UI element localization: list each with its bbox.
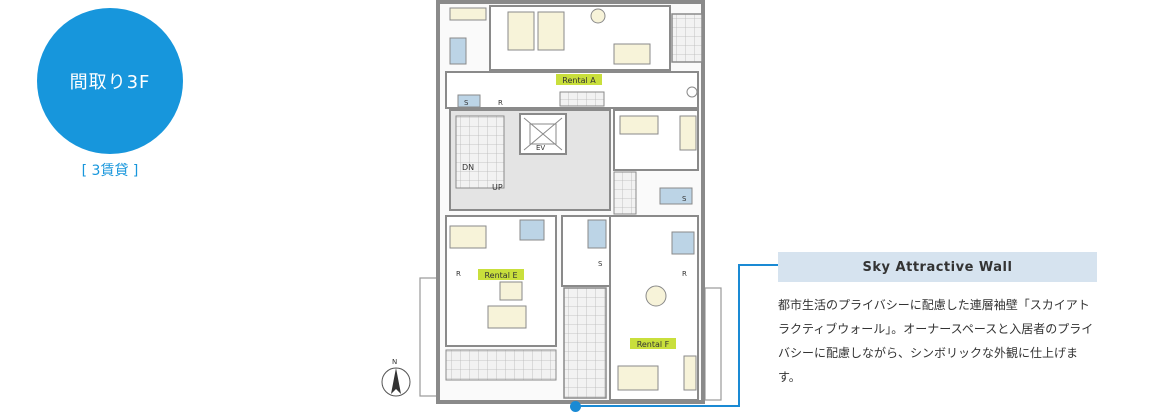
rental-a-label-bg (556, 74, 602, 85)
tub-icon (519, 219, 545, 241)
staircase (455, 115, 505, 189)
floor-plan: Rental A S R DN UP EV S Rental E R S R R… (381, 0, 722, 404)
callout-line (578, 405, 740, 407)
bed-icon (617, 365, 659, 391)
compass-needle (391, 368, 401, 394)
storage-icon (449, 7, 487, 21)
refrigerator-mark: R (456, 270, 461, 278)
rental-e-label-bg (478, 269, 524, 280)
feature-heading: Sky Attractive Wall (778, 252, 1097, 282)
storage-mark: S (464, 99, 469, 107)
feature-description: 都市生活のプライバシーに配慮した連層袖壁「スカイアトラクティブウォール」。オーナ… (778, 298, 1094, 384)
sofa-icon (487, 305, 527, 329)
tiled-area (613, 171, 637, 215)
north-label: N (392, 358, 397, 366)
stair-icon (559, 91, 605, 107)
badge-title: 間取り3F (69, 72, 151, 93)
bed-icon (507, 11, 535, 51)
bathtub-icon (449, 37, 467, 65)
balcony-tiles (445, 349, 557, 381)
rental-e-label: Rental E (484, 271, 517, 280)
bed-icon (537, 11, 565, 51)
sink-icon (659, 187, 693, 205)
rental-a-label: Rental A (562, 76, 596, 85)
bed-icon (619, 115, 659, 135)
storage-mark: S (682, 195, 687, 203)
table-icon (499, 281, 523, 301)
elevator-cross (523, 117, 563, 151)
rental-f-label: Rental F (637, 340, 670, 349)
desk-icon (613, 43, 651, 65)
desk-icon (679, 115, 697, 151)
desk-icon (683, 355, 697, 391)
elevator-car (529, 123, 557, 145)
stairs-up-label: UP (492, 183, 503, 192)
sky-attractive-wall (563, 287, 607, 399)
stairs-down-label: DN (462, 163, 474, 172)
rental-count-label: [ 3賃貸 ] (81, 163, 139, 179)
table-icon (645, 285, 667, 307)
toilet-icon (686, 86, 698, 98)
sink-icon (457, 94, 481, 108)
bathtub-icon (671, 231, 695, 255)
callout-line (738, 264, 780, 266)
callout-line (738, 264, 740, 407)
tiled-area (671, 13, 703, 63)
bed-icon (449, 225, 487, 249)
callout-marker (570, 401, 581, 412)
bathtub-icon (587, 219, 607, 249)
elevator-label: EV (536, 144, 545, 152)
floor-badge: 間取り3F (37, 8, 183, 154)
refrigerator-mark: R (498, 99, 503, 107)
rental-f-label-bg (630, 338, 676, 349)
storage-mark: S (598, 260, 603, 268)
balcony-outline-right (704, 287, 722, 401)
refrigerator-mark: R (682, 270, 687, 278)
chair-icon (590, 8, 606, 24)
